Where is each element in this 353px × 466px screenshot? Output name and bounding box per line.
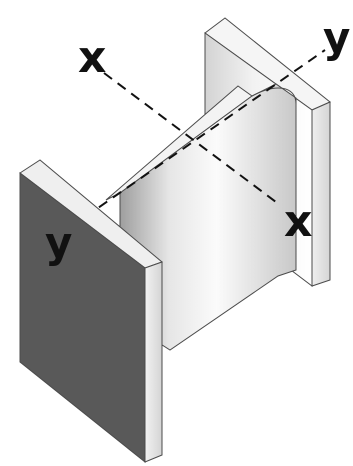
web-fillet-curve [251, 87, 297, 105]
y-axis-label-top: y [323, 13, 350, 62]
y-axis-line [84, 49, 326, 218]
back-flange-outer-face [311, 101, 331, 287]
y-axis-label-bottom: y [45, 218, 72, 267]
front-flange [19, 159, 163, 464]
axes [84, 49, 326, 218]
beam-web [105, 83, 297, 351]
x-axis-label-top: x [78, 32, 106, 83]
x-axis-line [103, 72, 281, 206]
x-axis-label-bottom: x [284, 196, 312, 247]
front-flange-side-face [144, 261, 163, 463]
